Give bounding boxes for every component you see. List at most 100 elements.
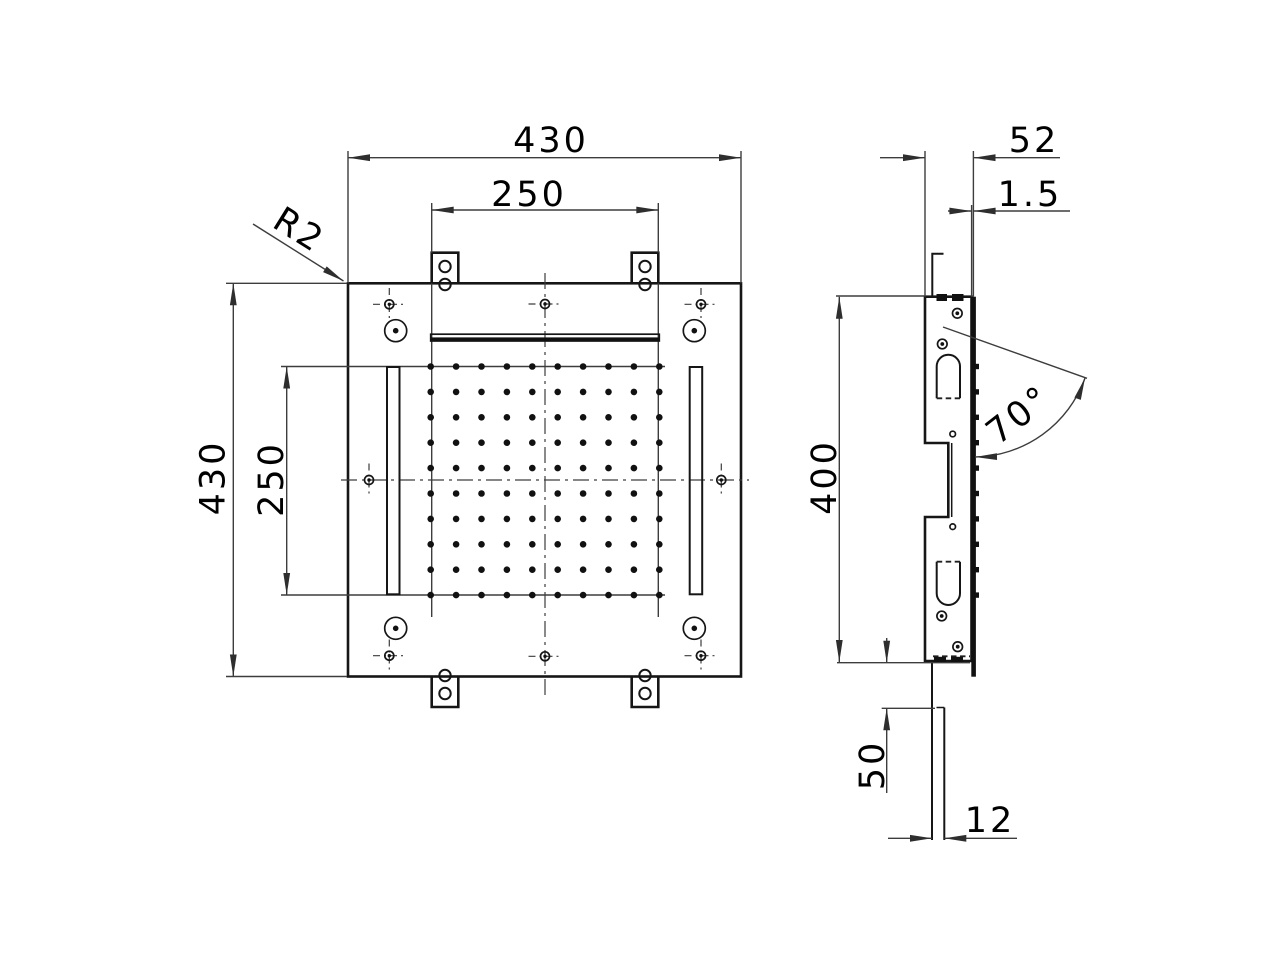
screw-target <box>373 639 406 672</box>
nozzle-dot <box>554 464 561 472</box>
nozzle-dot <box>452 388 460 396</box>
nozzle-dot <box>503 541 511 548</box>
nozzle-dot <box>579 439 587 447</box>
nozzle-dot <box>529 490 536 497</box>
nozzle-dot <box>529 414 536 421</box>
nozzle-dot <box>529 541 536 548</box>
side-body-outline <box>923 295 973 663</box>
nozzle-dot <box>529 439 536 447</box>
nozzle-dot <box>579 490 587 497</box>
screw-targets <box>363 288 727 672</box>
nozzle-dot <box>579 515 587 523</box>
nozzle-dot <box>452 414 460 421</box>
side-nozzle-bump <box>974 516 979 522</box>
mounting-tab-top-left <box>430 251 460 284</box>
nozzle-dot <box>554 591 561 599</box>
top-edge-bump <box>936 294 947 301</box>
lower-keyhole-slot <box>935 560 961 606</box>
nozzle-dot <box>554 388 561 396</box>
nozzle-dot <box>630 490 638 497</box>
nozzle-dot <box>478 388 485 396</box>
nozzle-dot <box>529 464 536 472</box>
nozzle-dot <box>452 439 460 447</box>
screw-target <box>684 639 718 672</box>
dim-panel-thickness-label: 1.5 <box>998 175 1063 215</box>
nozzle-dot <box>605 363 612 370</box>
nozzle-dot <box>452 591 460 599</box>
nozzle-dot <box>427 591 435 599</box>
nozzle-dot <box>630 414 638 421</box>
nozzle-dot <box>605 566 612 573</box>
nozzle-dot <box>478 591 485 599</box>
corner-radius-label: R2 <box>266 200 332 262</box>
nozzle-dot <box>478 439 485 447</box>
nozzle-dot <box>630 464 638 472</box>
pin-hole <box>949 430 957 438</box>
nozzle-dot <box>605 464 612 472</box>
bottom-edge-bump <box>934 656 946 663</box>
dim-front-width-label: 430 <box>513 121 589 161</box>
dim-pipe-width-label: 12 <box>965 801 1016 841</box>
nozzle-dot <box>630 541 638 548</box>
nozzle-dot <box>554 515 561 523</box>
left-slot <box>386 366 401 596</box>
side-nozzle-bump <box>974 592 979 598</box>
spray-angle-line <box>942 326 1088 379</box>
nozzle-dot <box>427 490 435 497</box>
nozzle-dot <box>554 566 561 573</box>
nozzle-dot <box>529 363 536 370</box>
side-nozzle-bump <box>974 414 979 420</box>
nozzle-dot <box>478 490 485 497</box>
side-nozzle-bump <box>974 567 979 573</box>
nozzle-dot <box>579 414 587 421</box>
nozzle-dot <box>630 363 638 370</box>
top-flange <box>931 252 944 297</box>
screw-target <box>373 288 406 321</box>
tab-holes <box>438 259 652 701</box>
nozzle-dot <box>656 541 663 548</box>
nozzle-dot <box>554 490 561 497</box>
nozzle-dot <box>503 388 511 396</box>
nozzle-dot <box>427 363 435 370</box>
nozzle-dot <box>452 464 460 472</box>
nozzle-dot <box>503 439 511 447</box>
nozzle-dot <box>656 464 663 472</box>
nozzle-dot <box>630 388 638 396</box>
nozzle-dot <box>579 541 587 548</box>
screw-target <box>528 298 562 310</box>
screw-target <box>715 463 727 497</box>
right-slot <box>688 366 704 596</box>
angle-arc <box>974 377 1086 461</box>
nozzle-dot <box>478 515 485 523</box>
nozzle-dot <box>503 464 511 472</box>
nozzle-dot <box>427 541 435 548</box>
screw-target <box>528 650 562 662</box>
nozzle-dot <box>529 388 536 396</box>
nozzle-dot <box>605 439 612 447</box>
side-view <box>923 252 1088 840</box>
nozzle-dot <box>503 363 511 370</box>
nozzle-dot <box>605 414 612 421</box>
nozzle-dot <box>478 464 485 472</box>
nozzle-dot <box>503 515 511 523</box>
nozzle-dot <box>656 388 663 396</box>
nozzle-dot <box>529 591 536 599</box>
side-nozzle-bump <box>974 363 979 370</box>
radius-leader-line <box>252 223 344 282</box>
front-view <box>281 251 749 709</box>
nozzle-dot <box>605 515 612 523</box>
nozzle-dot <box>503 414 511 421</box>
nozzle-dot <box>478 541 485 548</box>
nozzle-dot <box>427 515 435 523</box>
side-screws <box>936 307 964 653</box>
nozzle-dot <box>605 541 612 548</box>
nozzle-dot <box>579 591 587 599</box>
side-nozzle-bump <box>974 440 979 446</box>
nozzle-dot <box>427 566 435 573</box>
nozzle-dot <box>427 439 435 447</box>
nozzle-dot <box>605 490 612 497</box>
nozzle-dot <box>579 566 587 573</box>
mounting-tab-bottom-right <box>630 676 660 709</box>
